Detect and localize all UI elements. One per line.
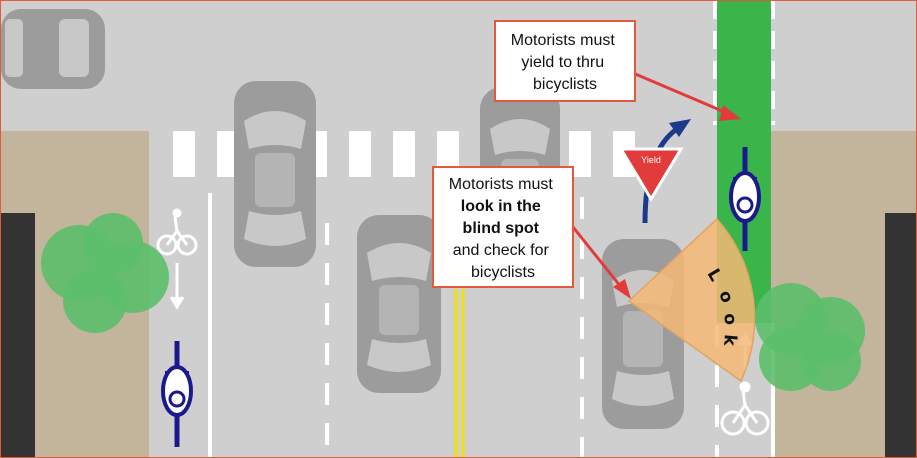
car-top-left (1, 9, 105, 89)
callout-blind-spot-line-2: look in the (461, 198, 541, 215)
look-zone-wedge (627, 217, 756, 383)
callout-yield: Motorists must yield to thru bicyclists (494, 20, 636, 102)
blindspot-callout-arrowhead (613, 279, 631, 299)
callout-blind-spot-line-5: bicyclists (471, 264, 535, 281)
look-letter-3: o (719, 312, 741, 327)
building-left (1, 213, 35, 457)
callout-yield-box (494, 20, 636, 102)
yield-callout-arrowhead (719, 105, 741, 121)
look-letter-4: k (719, 334, 740, 348)
svg-text:Motorists must yield to: Motorists must yield to thru bicyclists (511, 32, 619, 93)
yield-sign-label: Yield (641, 155, 661, 165)
bike-lane-symbol-left (156, 208, 198, 310)
yield-sign: Yield (618, 147, 684, 202)
callout-blind-spot: Motorists must look in the blind spot an… (432, 166, 574, 288)
car-left-center (234, 81, 316, 267)
callout-yield-line-3: bicyclists (533, 76, 597, 93)
cyclist-right (729, 147, 761, 251)
callout-yield-line-2: yield to thru (521, 54, 604, 71)
callout-blind-spot-line-4: and check for (453, 242, 550, 259)
callout-yield-line-1: Motorists must (511, 32, 616, 49)
callout-blind-spot-box (432, 166, 574, 288)
building-right (885, 213, 916, 457)
callout-blind-spot-line-1: Motorists must (449, 176, 554, 193)
right-turn-arrowhead (669, 119, 691, 137)
car-center-bottom (357, 215, 441, 393)
tree-left (41, 213, 169, 333)
yield-callout-arrow (632, 71, 728, 115)
svg-text:Motorists must look in t: Motorists must look in the blind spot an… (449, 176, 557, 281)
callout-blind-spot-line-3: blind spot (463, 220, 540, 237)
tree-right (755, 283, 865, 391)
cyclist-left (161, 341, 193, 447)
blindspot-callout-arrow (571, 226, 623, 288)
